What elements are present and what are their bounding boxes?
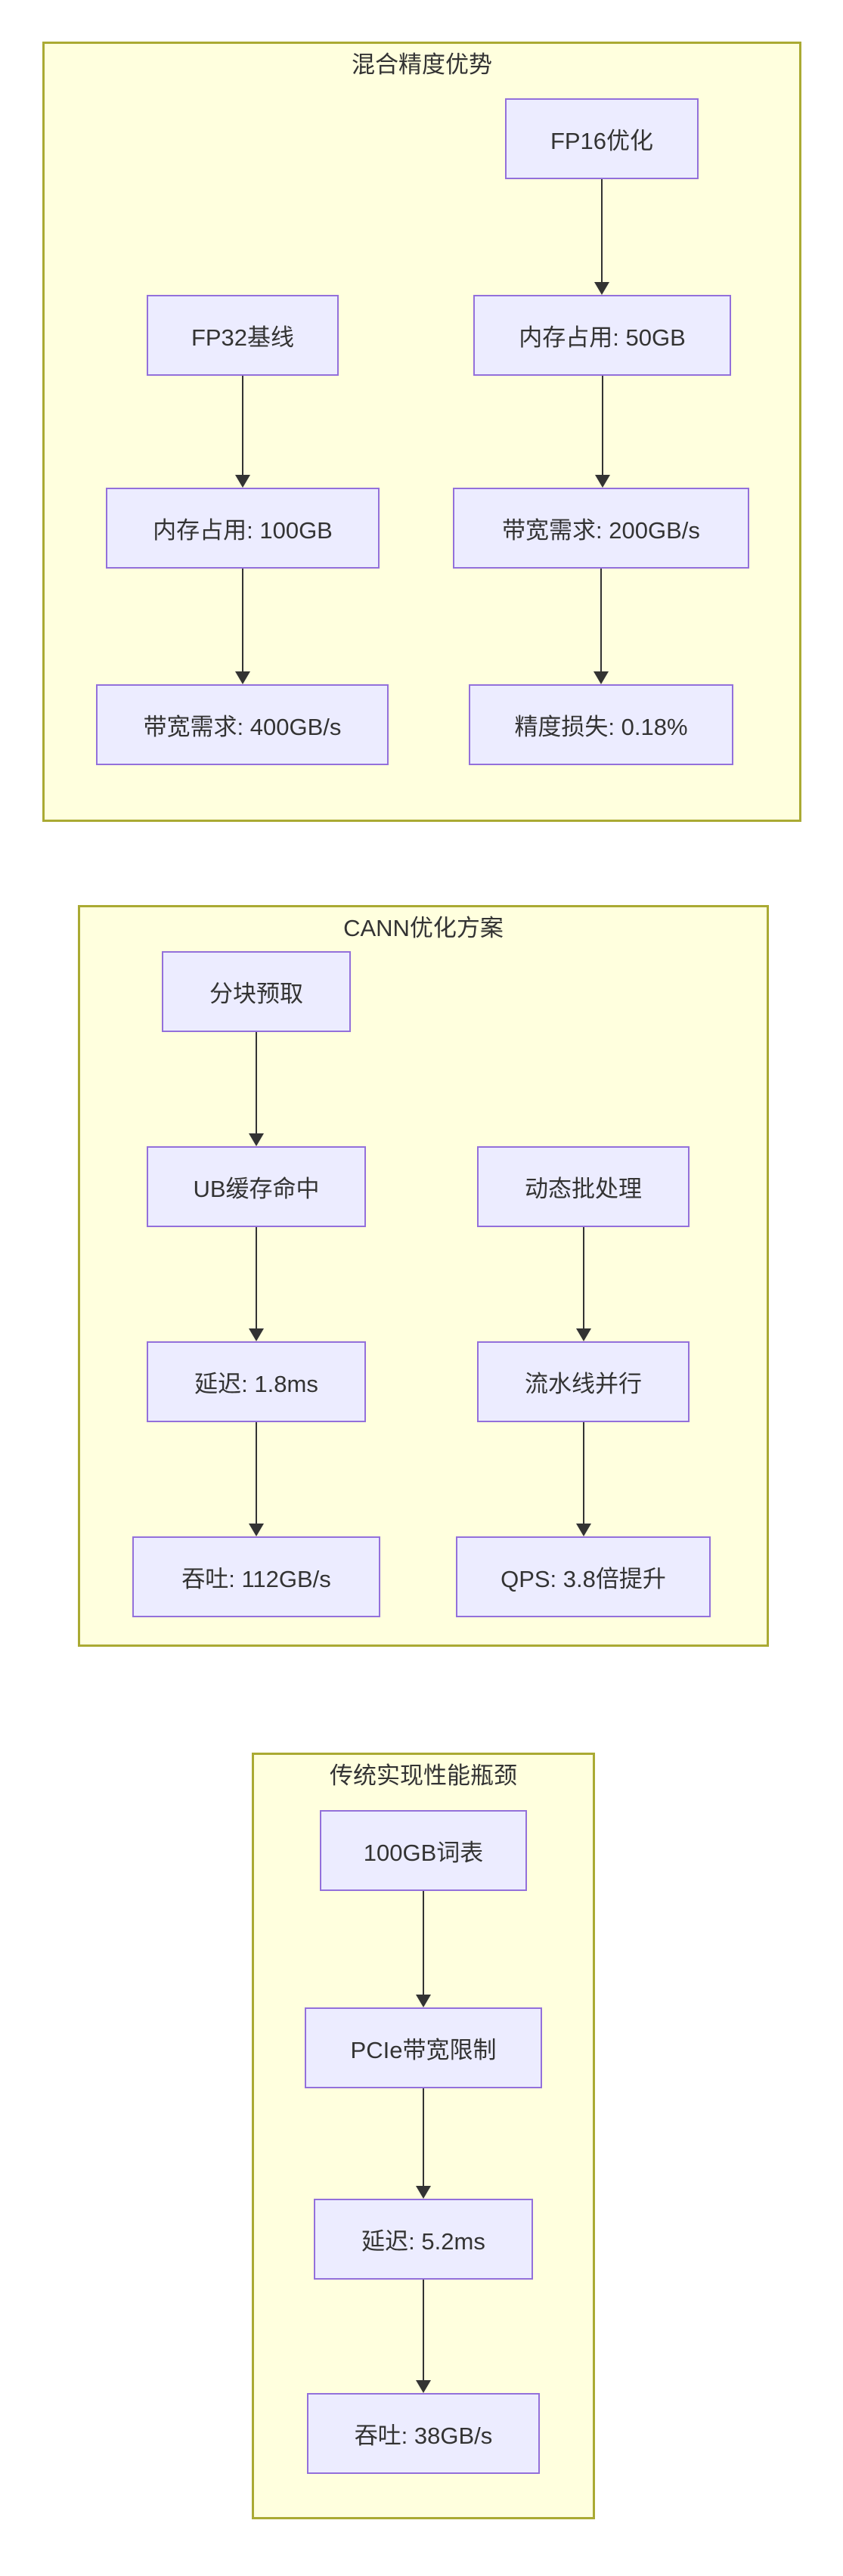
node-latency-52ms: 延迟: 5.2ms: [314, 2199, 533, 2280]
edge-block-prefetch-ub-cache-hit: [256, 1032, 257, 1135]
node-pcie-limit: PCIe带宽限制: [305, 2007, 542, 2088]
edge-arrowhead-bw-200gbs-precision-loss: [594, 671, 609, 684]
node-latency-18ms: 延迟: 1.8ms: [147, 1341, 366, 1422]
edge-mem-50gb-bw-200gbs: [601, 376, 603, 476]
edge-bw-200gbs-precision-loss: [600, 569, 602, 673]
edge-arrowhead-vocab-100gb-pcie-limit: [416, 1995, 431, 2007]
node-tp-38gbs: 吞吐: 38GB/s: [307, 2393, 540, 2474]
node-tp-112gbs: 吞吐: 112GB/s: [132, 1536, 380, 1617]
edge-arrowhead-fp32-baseline-mem-100gb: [235, 475, 250, 488]
node-pipeline-par: 流水线并行: [477, 1341, 690, 1422]
edge-mem-100gb-bw-400gbs: [242, 569, 243, 673]
node-bw-400gbs: 带宽需求: 400GB/s: [96, 684, 389, 765]
edge-ub-cache-hit-latency-18ms: [256, 1227, 257, 1330]
edge-fp16-optimized-mem-50gb: [601, 179, 603, 284]
node-qps-boost: QPS: 3.8倍提升: [456, 1536, 711, 1617]
node-block-prefetch: 分块预取: [162, 951, 351, 1032]
edge-arrowhead-fp16-optimized-mem-50gb: [594, 282, 609, 295]
edge-arrowhead-mem-50gb-bw-200gbs: [594, 475, 610, 488]
edge-latency-52ms-tp-38gbs: [423, 2280, 424, 2382]
edge-pipeline-par-qps-boost: [582, 1422, 584, 1525]
edge-arrowhead-pipeline-par-qps-boost: [575, 1524, 591, 1536]
edge-arrowhead-block-prefetch-ub-cache-hit: [249, 1133, 264, 1146]
node-vocab-100gb: 100GB词表: [320, 1810, 527, 1891]
cluster-title-cann-plan: CANN优化方案: [343, 915, 504, 941]
edge-arrowhead-dynamic-batch-pipeline-par: [575, 1328, 591, 1341]
node-fp32-baseline: FP32基线: [147, 295, 339, 376]
node-mem-100gb: 内存占用: 100GB: [106, 488, 380, 569]
edge-pcie-limit-latency-52ms: [423, 2088, 424, 2187]
edge-vocab-100gb-pcie-limit: [423, 1891, 424, 1996]
node-precision-loss: 精度损失: 0.18%: [469, 684, 733, 765]
cluster-cann-plan: CANN优化方案: [78, 905, 769, 1647]
edge-latency-18ms-tp-112gbs: [256, 1422, 257, 1525]
edge-arrowhead-latency-18ms-tp-112gbs: [249, 1524, 264, 1536]
node-fp16-optimized: FP16优化: [505, 98, 699, 179]
edge-arrowhead-mem-100gb-bw-400gbs: [235, 671, 250, 684]
edge-arrowhead-latency-52ms-tp-38gbs: [416, 2380, 431, 2393]
node-mem-50gb: 内存占用: 50GB: [473, 295, 731, 376]
edge-dynamic-batch-pipeline-par: [582, 1227, 584, 1330]
cluster-title-legacy-bottleneck: 传统实现性能瓶颈: [330, 1762, 517, 1789]
edge-arrowhead-ub-cache-hit-latency-18ms: [249, 1328, 264, 1341]
node-ub-cache-hit: UB缓存命中: [147, 1146, 366, 1227]
node-dynamic-batch: 动态批处理: [477, 1146, 690, 1227]
edge-arrowhead-pcie-limit-latency-52ms: [416, 2186, 431, 2199]
edge-fp32-baseline-mem-100gb: [242, 376, 243, 476]
cluster-title-mixed-precision: 混合精度优势: [352, 51, 492, 78]
node-bw-200gbs: 带宽需求: 200GB/s: [453, 488, 749, 569]
